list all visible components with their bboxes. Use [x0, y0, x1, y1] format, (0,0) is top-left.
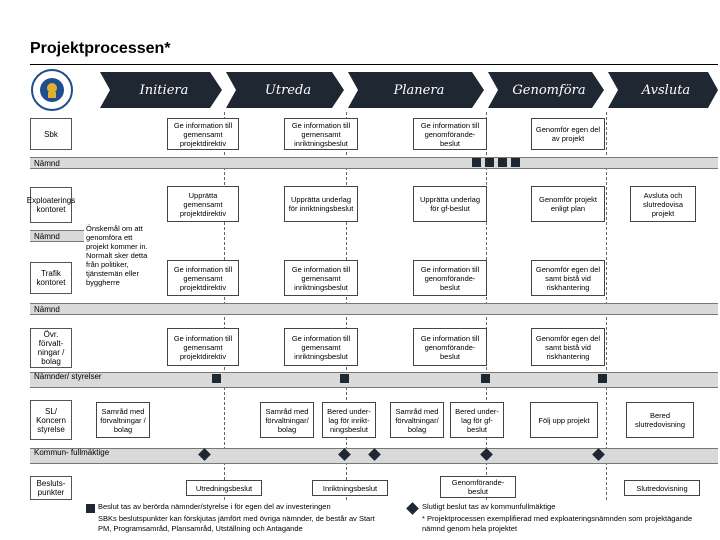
task-sl-bered-inriktning: Bered under- lag för inrikt- ningsbeslut [322, 402, 376, 438]
footnote: * Projektprocessen exemplifierad med exp… [422, 514, 693, 533]
decision-square [498, 158, 507, 167]
phase-label: Planera [393, 82, 445, 98]
task-sl-bered-slutredovisning: Bered slutredovisning [626, 402, 694, 438]
legend-diamond-icon [406, 502, 419, 515]
task-trafik-utreda: Ge information till gemensamt inriktning… [284, 260, 358, 296]
task-trafik-initiera: Ge information till gemensamt projektdir… [167, 260, 239, 296]
task-sbk-genomfora: Genomför egen del av projekt [531, 118, 605, 150]
role-exploateringskontoret: Exploaterings kontoret [27, 187, 75, 223]
legend-square-text: Beslut tas av berörda nämnder/styrelse i… [98, 502, 331, 511]
task-expl-avsluta: Avsluta och slutredovisa projekt [630, 186, 696, 222]
decision-inriktningsbeslut: Inriktningsbeslut [312, 480, 388, 496]
lane-namnd: Nämnd [30, 157, 718, 169]
decision-square [472, 158, 481, 167]
lane-namnd: Nämnd [30, 230, 84, 242]
decision-square [340, 374, 349, 383]
lane-namnder-styrelser: Nämnder/ styrelser [30, 372, 718, 388]
role-ovriga-forvaltningar: Övr. förvalt- ningar / bolag [30, 328, 72, 368]
decision-square [511, 158, 520, 167]
task-expl-planera: Upprätta underlag för gf-beslut [413, 186, 487, 222]
task-ovr-planera: Ge information till genomförande- beslut [413, 328, 487, 366]
task-ovr-initiera: Ge information till gemensamt projektdir… [167, 328, 239, 366]
stockholm-crest-icon [30, 68, 74, 112]
task-sl-samrad: Samråd med förvaltningar/ bolag [260, 402, 314, 438]
decision-square [212, 374, 221, 383]
legend-square-text-2: SBKs beslutspunkter kan förskjutas jämfö… [98, 514, 375, 533]
task-sl-samrad: Samråd med förvaltningar/ bolag [390, 402, 444, 438]
lane-namnd: Nämnd [30, 303, 718, 315]
phase-label: Utreda [264, 82, 312, 98]
task-sl-folj-upp: Följ upp projekt [530, 402, 598, 438]
decision-utredningsbeslut: Utredningsbeslut [186, 480, 262, 496]
task-sl-bered-gf: Bered under- lag för gf- beslut [450, 402, 504, 438]
phase-utreda: Utreda [226, 72, 344, 108]
phase-label: Initiera [139, 82, 189, 98]
task-expl-utreda: Upprätta underlag för inriktningsbeslut [284, 186, 358, 222]
task-sbk-utreda: Ge information till gemensamt inriktning… [284, 118, 358, 150]
role-sl-koncernstyrelse: SL/ Koncern styrelse [30, 400, 72, 440]
phase-label: Genomföra [512, 82, 586, 98]
phase-avsluta: Avsluta [608, 72, 718, 108]
phase-genomfora: Genomföra [488, 72, 604, 108]
decision-slutredovisning: Slutredovisning [624, 480, 700, 496]
task-ovr-genomfora: Genomför egen del samt bistå vid riskhan… [531, 328, 605, 366]
phase-initiera: Initiera [100, 72, 222, 108]
role-trafikkontoret: Trafik kontoret [30, 262, 72, 294]
task-trafik-planera: Ge information till genomförande- beslut [413, 260, 487, 296]
task-sl-samrad: Samråd med förvaltningar / bolag [96, 402, 150, 438]
role-sbk: Sbk [30, 118, 72, 150]
decision-square [481, 374, 490, 383]
title-divider [30, 64, 718, 65]
initiera-note: Önskemål om att genomföra ett projekt ko… [86, 223, 148, 287]
decision-square [598, 374, 607, 383]
task-sbk-initiera: Ge information till gemensamt projektdir… [167, 118, 239, 150]
task-sbk-planera: Ge information till genomförande- beslut [413, 118, 487, 150]
phase-planera: Planera [348, 72, 484, 108]
task-expl-genomfora: Genomför projekt enligt plan [531, 186, 605, 222]
page-title: Projektprocessen* [30, 40, 171, 57]
legend-diamond-text: Slutligt beslut tas av kommunfullmäktige [422, 502, 556, 511]
phase-label: Avsluta [641, 82, 691, 98]
legend-square-icon [86, 504, 95, 513]
task-expl-initiera: Upprätta gemensamt projektdirektiv [167, 186, 239, 222]
task-ovr-utreda: Ge information till gemensamt inriktning… [284, 328, 358, 366]
decision-square [485, 158, 494, 167]
task-trafik-genomfora: Genomför egen del samt bistå vid riskhan… [531, 260, 605, 296]
role-beslutspunkter: Besluts- punkter [30, 476, 72, 500]
decision-genomforandebeslut: Genomförande- beslut [440, 476, 516, 498]
